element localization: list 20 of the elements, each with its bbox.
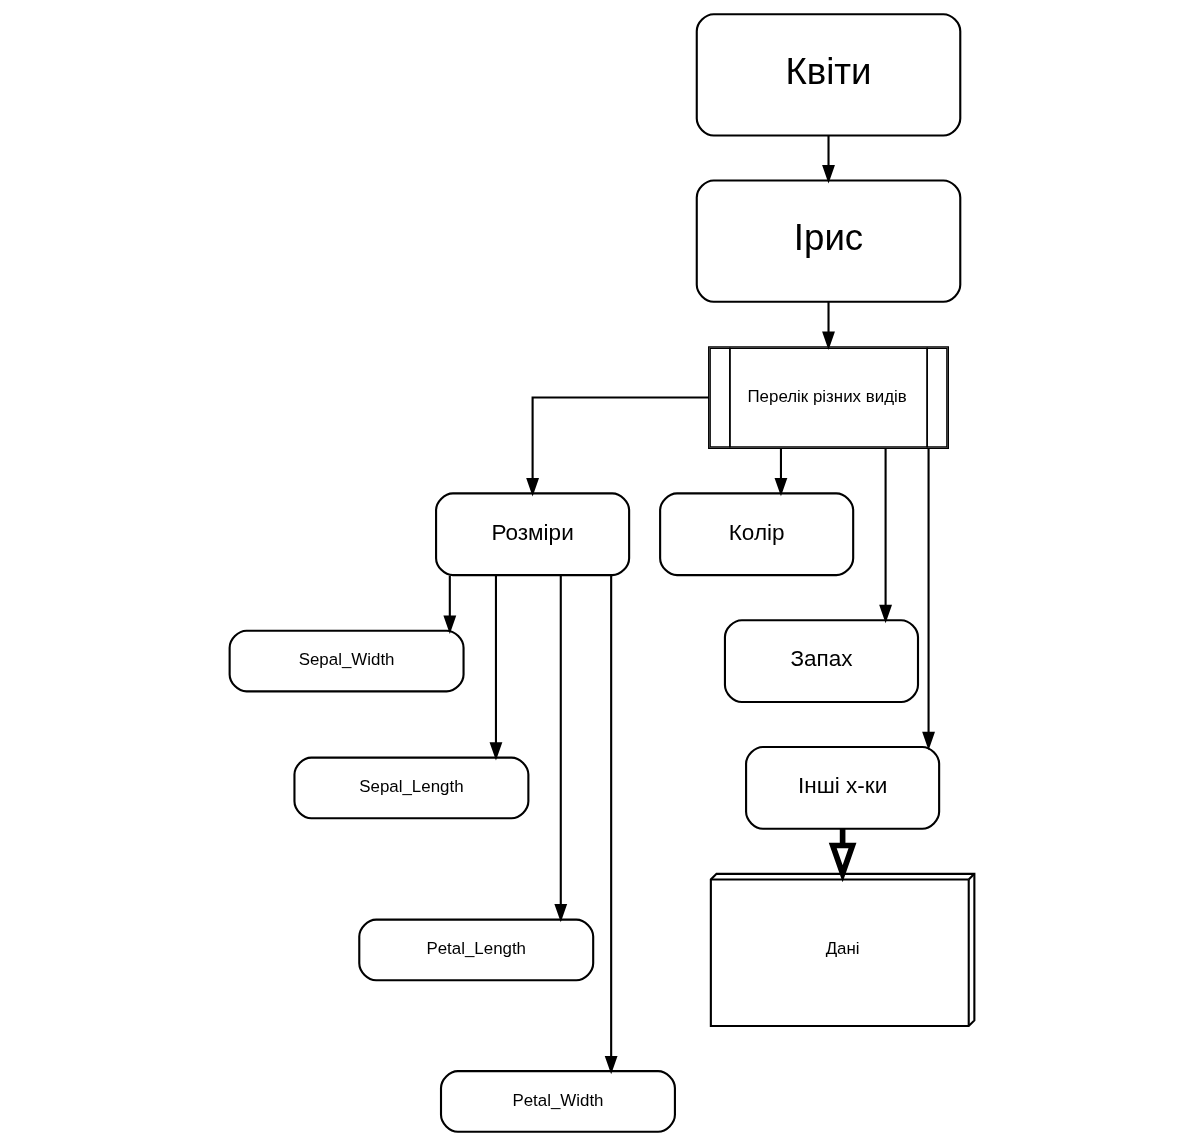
node-box: Колір xyxy=(658,492,854,577)
arrow xyxy=(442,575,456,634)
node-box: Запах xyxy=(723,619,919,703)
arrow xyxy=(774,448,787,497)
arrow xyxy=(489,575,502,761)
arrow xyxy=(921,448,935,751)
node-box: Sepal_Length xyxy=(292,756,529,820)
node-box: Sepal_Width xyxy=(228,629,465,693)
node-box: Ірис xyxy=(695,179,961,303)
node-box: Petal_Width xyxy=(439,1070,676,1133)
node-box: Розміри xyxy=(434,492,630,577)
arrow xyxy=(821,302,835,350)
arrow xyxy=(878,448,892,624)
arrow xyxy=(553,575,567,923)
arrow xyxy=(604,575,618,1075)
node-box: Інші х-ки xyxy=(744,745,940,830)
arrow xyxy=(525,396,709,497)
arrow xyxy=(821,135,835,184)
node-box: Квіти xyxy=(695,13,961,137)
node-box: Petal_Length xyxy=(357,918,594,982)
